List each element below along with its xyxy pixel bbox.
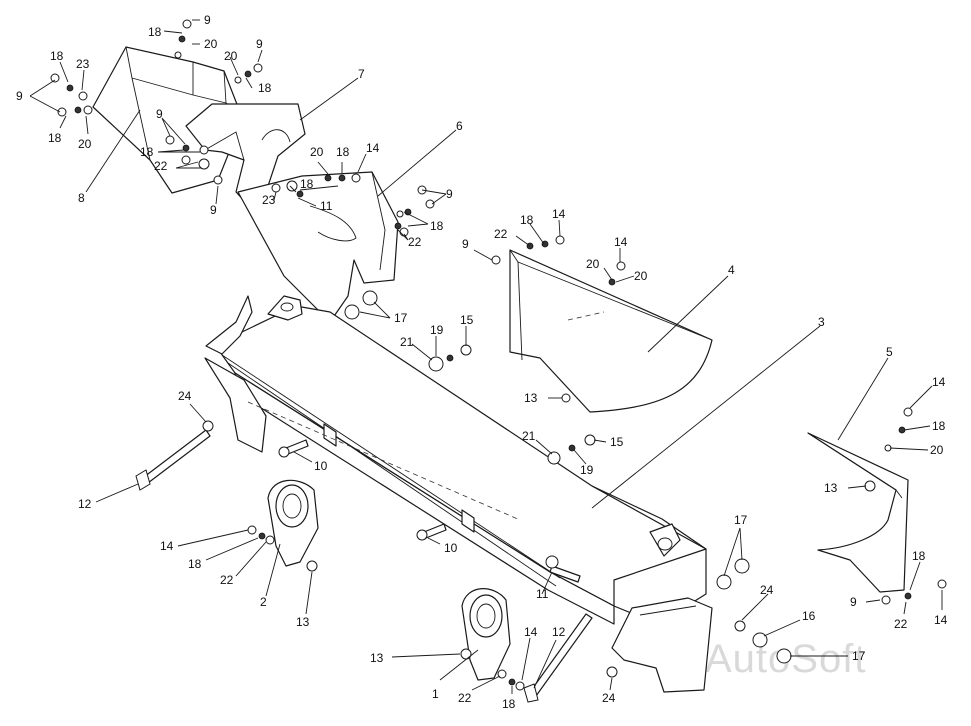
callout-9: 9: [850, 595, 857, 609]
callout-23: 23: [76, 57, 90, 71]
pin-12-right: [523, 613, 593, 703]
callout-13: 13: [370, 651, 384, 665]
callout-21: 21: [522, 429, 536, 443]
callout-18: 18: [430, 219, 444, 233]
callout-8: 8: [78, 191, 85, 205]
callout-20: 20: [586, 257, 600, 271]
callout-16: 16: [802, 609, 816, 623]
callout-10: 10: [444, 541, 458, 555]
callout-18: 18: [502, 697, 516, 711]
callout-9: 9: [156, 107, 163, 121]
callout-labels: 9 18 20 18 23 9 18 20 20 9 18 7 9 18 22 …: [16, 13, 948, 711]
callout-21: 21: [400, 335, 414, 349]
callout-17: 17: [734, 513, 748, 527]
callout-1: 1: [432, 687, 439, 701]
callout-22: 22: [154, 159, 168, 173]
callout-18: 18: [520, 213, 534, 227]
callout-18: 18: [188, 557, 202, 571]
callout-3: 3: [818, 315, 825, 329]
callout-14: 14: [614, 235, 628, 249]
hardware: [50, 19, 947, 691]
callout-11: 11: [536, 587, 549, 601]
bolt-10-upper: [278, 439, 309, 458]
callout-20: 20: [930, 443, 944, 457]
callout-22: 22: [494, 227, 508, 241]
callout-9: 9: [446, 187, 453, 201]
callout-14: 14: [934, 613, 948, 627]
callout-22: 22: [458, 691, 472, 705]
callout-10: 10: [314, 459, 328, 473]
callout-9: 9: [256, 37, 263, 51]
part-6-guard: [237, 171, 399, 323]
callout-18: 18: [912, 549, 926, 563]
callout-20: 20: [204, 37, 218, 51]
callout-9: 9: [204, 13, 211, 27]
callout-14: 14: [524, 625, 538, 639]
part-3-main-frame: [204, 295, 713, 693]
callout-4: 4: [728, 263, 735, 277]
callout-14: 14: [552, 207, 566, 221]
callout-5: 5: [886, 345, 893, 359]
callout-22: 22: [220, 573, 234, 587]
callout-20: 20: [78, 137, 92, 151]
callout-19: 19: [580, 463, 594, 477]
callout-19: 19: [430, 323, 444, 337]
part-5-guard: [807, 432, 909, 593]
callout-15: 15: [460, 313, 474, 327]
callout-14: 14: [932, 375, 946, 389]
callout-18: 18: [48, 131, 62, 145]
callout-2: 2: [260, 595, 267, 609]
callout-6: 6: [456, 119, 463, 133]
callout-15: 15: [610, 435, 624, 449]
part-2-hub-plate: [267, 479, 319, 567]
callout-17: 17: [394, 311, 408, 325]
callout-22: 22: [408, 235, 422, 249]
callout-9: 9: [210, 203, 217, 217]
callout-18: 18: [258, 81, 272, 95]
callout-9: 9: [462, 237, 469, 251]
callout-18: 18: [300, 177, 314, 191]
callout-17: 17: [852, 649, 866, 663]
callout-14: 14: [366, 141, 380, 155]
callout-18: 18: [336, 145, 350, 159]
callout-11: 11: [320, 199, 333, 213]
callout-18: 18: [140, 145, 154, 159]
bolt-11: [545, 555, 581, 583]
leader-lines: [29, 19, 943, 694]
callout-7: 7: [358, 67, 365, 81]
callout-14: 14: [160, 539, 174, 553]
callout-23: 23: [262, 193, 276, 207]
callout-9: 9: [16, 89, 23, 103]
part-4-guard: [509, 249, 713, 413]
callout-18: 18: [932, 419, 946, 433]
part-8-guard: [92, 46, 241, 194]
callout-24: 24: [178, 389, 192, 403]
pin-12-left: [135, 429, 211, 491]
callout-24: 24: [760, 583, 774, 597]
callout-20: 20: [224, 49, 238, 63]
callout-13: 13: [296, 615, 310, 629]
callout-24: 24: [602, 691, 616, 705]
part-1-hub-plate: [461, 588, 511, 681]
callout-12: 12: [552, 625, 566, 639]
callout-12: 12: [78, 497, 92, 511]
callout-18: 18: [148, 25, 162, 39]
callout-18: 18: [50, 49, 64, 63]
callout-20: 20: [310, 145, 324, 159]
callout-22: 22: [894, 617, 908, 631]
callout-20: 20: [634, 269, 648, 283]
callout-13: 13: [524, 391, 538, 405]
callout-13: 13: [824, 481, 838, 495]
bolt-10-lower: [416, 523, 447, 541]
